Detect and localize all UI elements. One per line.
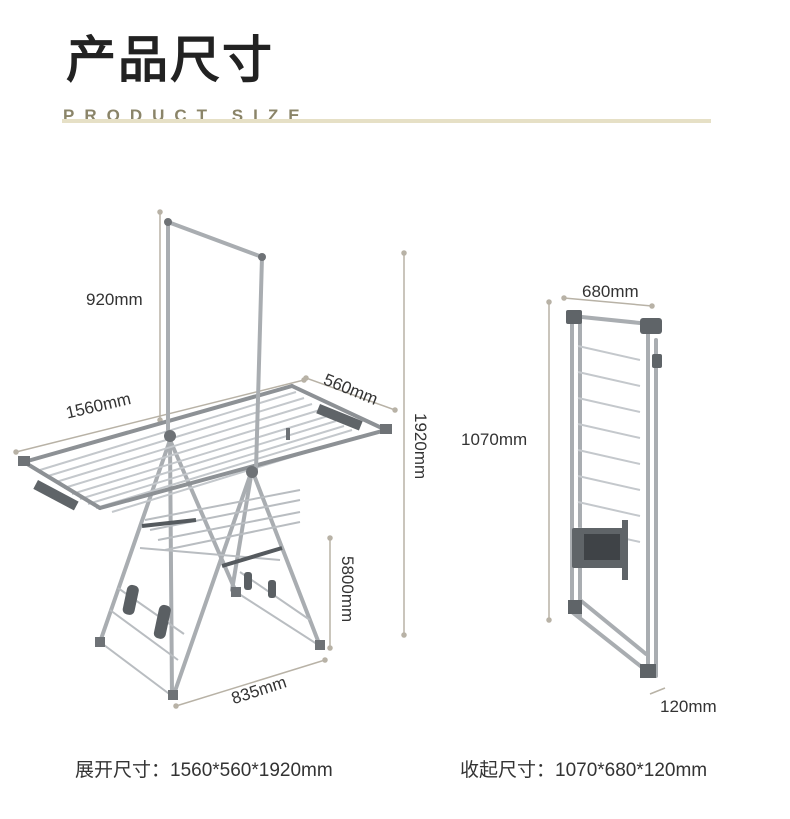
folded-size-caption: 收起尺寸：1070*680*120mm [460, 760, 708, 781]
folded-height-label: 1070mm [461, 430, 528, 449]
dimension-lines [13, 209, 407, 709]
folded-dimension-lines [546, 295, 666, 695]
unfolded-rack [18, 218, 392, 700]
title-underline [62, 119, 711, 123]
folded-thickness-label: 120mm [660, 697, 717, 716]
unfolded-size-caption: 展开尺寸：1560*560*1920mm [75, 760, 333, 781]
total-height-label: 1920mm [411, 413, 430, 480]
folded-rack [566, 310, 662, 678]
hanger-height-label: 920mm [86, 290, 143, 309]
lower-height-label: 5800mm [338, 556, 357, 623]
page-title: 产品尺寸 [66, 31, 274, 89]
folded-width-label: 680mm [582, 282, 639, 301]
